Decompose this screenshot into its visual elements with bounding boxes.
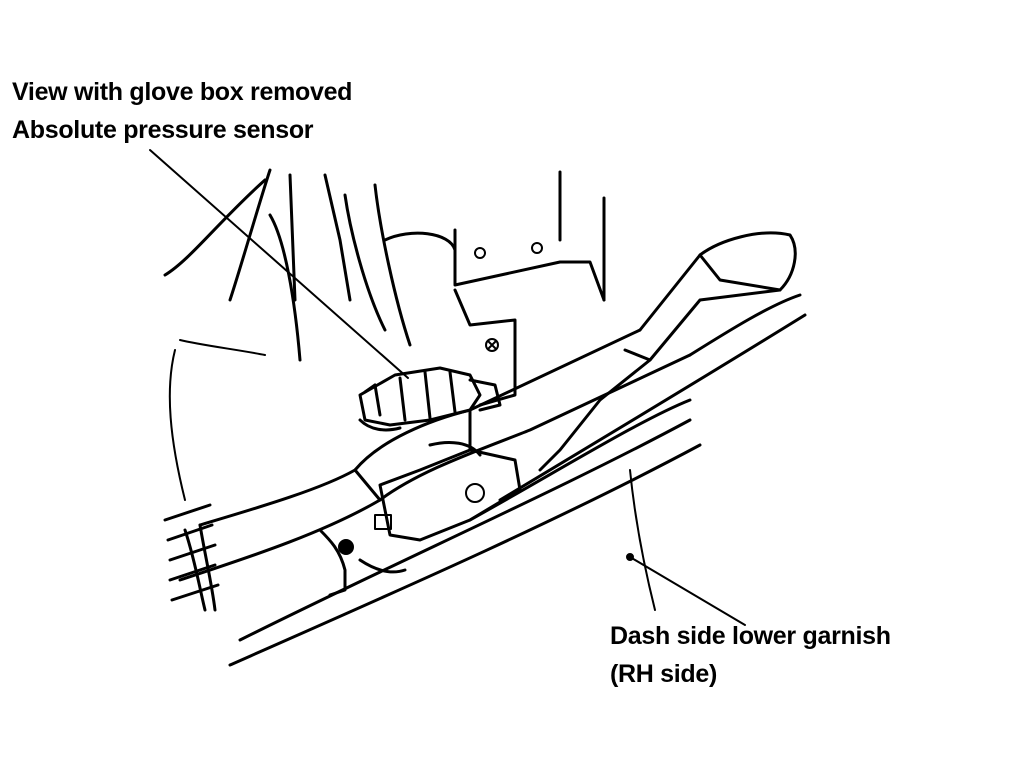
wiring-harness	[163, 503, 220, 612]
left-pillars	[163, 168, 412, 501]
sensor-label: Absolute pressure sensor	[12, 116, 314, 144]
garnish-label-line2: (RH side)	[610, 660, 718, 688]
lower-housing	[318, 441, 522, 597]
leader-lines	[149, 149, 746, 626]
garnish-leader-dot	[626, 553, 634, 561]
absolute-pressure-sensor	[358, 366, 502, 432]
view-title-label: View with glove box removed	[12, 78, 353, 106]
mounting-bracket	[453, 288, 517, 407]
firewall-panel	[383, 170, 606, 302]
garnish-leader-line	[629, 556, 746, 626]
sensor-leader-line	[149, 149, 409, 379]
dash-side-lower-garnish	[228, 231, 807, 667]
garnish-label-line1: Dash side lower garnish	[610, 622, 891, 650]
